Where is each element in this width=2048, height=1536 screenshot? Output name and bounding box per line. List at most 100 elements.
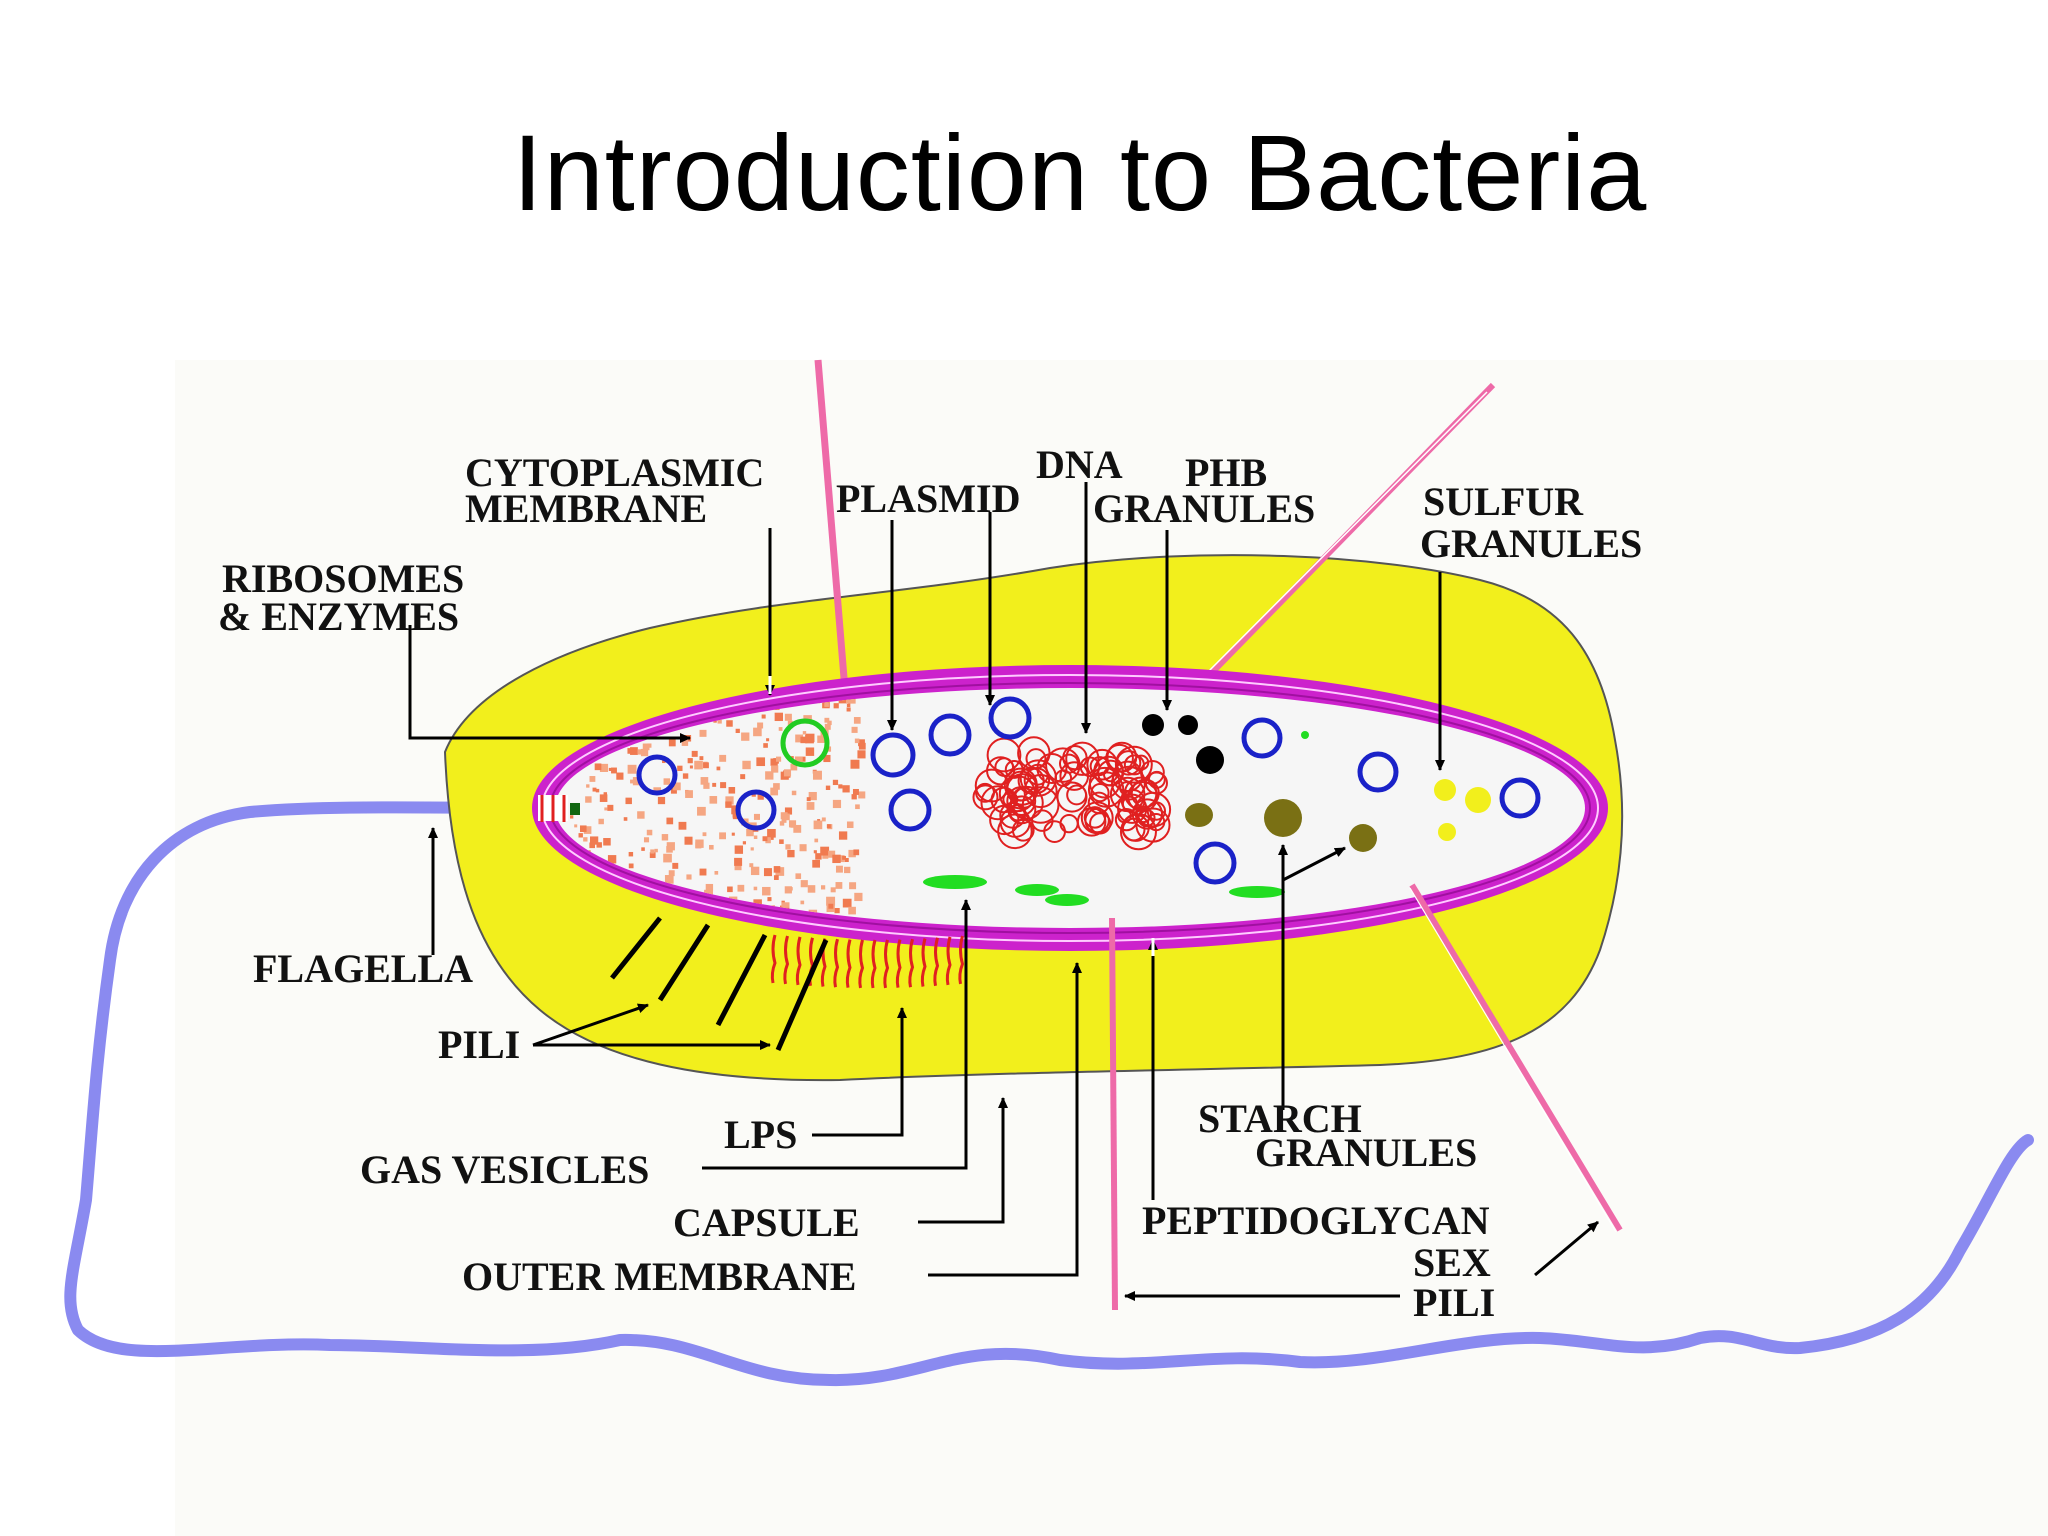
ribosome-dot — [623, 817, 628, 821]
ribosome-dot — [583, 837, 588, 842]
ribosome-dot — [765, 771, 774, 780]
ribosome-dot — [726, 720, 733, 727]
ribosome-dot — [784, 886, 792, 894]
ribosome-dot — [663, 778, 671, 785]
ribosome-dot — [719, 832, 726, 840]
ribosome-dot — [832, 854, 841, 864]
ribosome-dot — [787, 720, 793, 726]
ribosome-dot — [763, 868, 772, 877]
ribosome-dot — [702, 832, 707, 837]
ribosome-dot — [687, 758, 693, 764]
ribosome-dot — [781, 817, 787, 823]
plasmid-ring — [1241, 717, 1283, 759]
ribosome-dot — [637, 811, 645, 819]
ribosome-dot — [589, 842, 596, 849]
ribosome-dot — [735, 728, 740, 734]
ribosome-dot — [852, 788, 859, 795]
ribosome-dot — [789, 887, 793, 891]
label-ribosomes-line2: & ENZYMES — [218, 594, 459, 639]
ribosome-dot — [824, 717, 830, 723]
label-flagella: FLAGELLA — [253, 946, 473, 991]
ribosome-dot — [800, 736, 807, 744]
ribosome-dot — [664, 875, 674, 884]
ribosome-dot — [826, 896, 836, 906]
dna-loop — [1062, 744, 1088, 771]
ribosome-dot — [578, 833, 583, 838]
ribosome-dot — [854, 892, 863, 902]
ribosome-dot — [853, 849, 860, 856]
ribosome-dot — [728, 787, 736, 794]
ribosome-dot — [826, 824, 831, 829]
label-ribosomes: RIBOSOMES — [222, 556, 464, 601]
plasmid-ring — [888, 788, 932, 832]
dna-loop — [1097, 759, 1125, 787]
ribosome-dot — [720, 782, 727, 789]
ribosome-dot — [727, 886, 733, 893]
ribosome-dot — [827, 720, 832, 726]
dna-loop — [998, 775, 1036, 813]
ribosome-dot — [858, 739, 865, 747]
ribosome-dot — [640, 748, 649, 757]
ribosome-dot — [802, 731, 807, 735]
ribosome-dot — [717, 719, 722, 724]
ribosome-dot — [637, 749, 644, 755]
ribosome-dot — [779, 839, 784, 844]
ribosome-dot — [607, 855, 617, 864]
membrane-tick-marks — [768, 676, 1155, 956]
ribosome-dot — [848, 906, 856, 915]
ribosome-dot — [756, 757, 766, 767]
ribosome-dot — [608, 767, 612, 771]
ribosome-dot — [672, 862, 679, 869]
ribosome-dot — [579, 825, 587, 833]
ribosome-dot — [753, 813, 760, 820]
label-lps: LPS — [724, 1112, 797, 1157]
ribosome-dot — [689, 765, 693, 769]
ribosome-dot — [855, 804, 860, 810]
ribosome-dot — [678, 821, 687, 830]
ribosome-dot — [837, 855, 845, 863]
dna-loop — [1089, 756, 1110, 777]
pili — [610, 916, 829, 1051]
dna-loop — [1076, 807, 1107, 837]
flagellum — [64, 801, 2034, 1387]
ribosome-dot — [844, 866, 851, 874]
starch-granules — [1185, 799, 1377, 852]
ribosome-dot — [767, 897, 772, 902]
label-pili: PILI — [438, 1022, 520, 1067]
ribosome-dot — [767, 828, 776, 838]
ribosome-dot — [813, 850, 817, 854]
dna-loop — [986, 737, 1022, 773]
ribosome-dot — [603, 838, 611, 846]
ribosome-dot — [790, 763, 798, 771]
ribosome-dot — [851, 794, 857, 800]
ribosome-dot — [757, 722, 764, 729]
ribosome-dot — [823, 754, 831, 763]
dna-loop — [1089, 812, 1112, 835]
ribosome-dot — [858, 742, 866, 750]
lps-strand — [908, 938, 915, 988]
dna-loop — [1017, 736, 1051, 770]
ribosome-dot — [838, 784, 843, 789]
ribosome-dot — [599, 794, 608, 802]
ribosome-dot — [630, 779, 634, 784]
dna-loop — [1087, 771, 1125, 808]
ribosome-dot — [842, 898, 852, 908]
lps-strand — [783, 935, 790, 985]
ribosome-dot — [848, 696, 856, 704]
lps-strand — [770, 934, 777, 984]
ribosome-dot — [785, 844, 791, 850]
ribosome-dot — [842, 855, 846, 860]
ribosome-dot — [731, 832, 735, 836]
ribosome-dot — [746, 828, 754, 837]
ribosome-dot — [820, 885, 826, 890]
ribosome-dot — [830, 887, 836, 893]
ribosome-dot — [574, 824, 578, 828]
ribosome-dot — [824, 723, 831, 730]
ribosome-dot — [611, 767, 617, 774]
ribosome-dot — [765, 837, 771, 844]
label-phb: PHB — [1185, 450, 1267, 495]
ribosome-dot — [805, 747, 815, 756]
ribosome-dot — [806, 797, 811, 802]
ribosome-dot — [709, 796, 718, 804]
